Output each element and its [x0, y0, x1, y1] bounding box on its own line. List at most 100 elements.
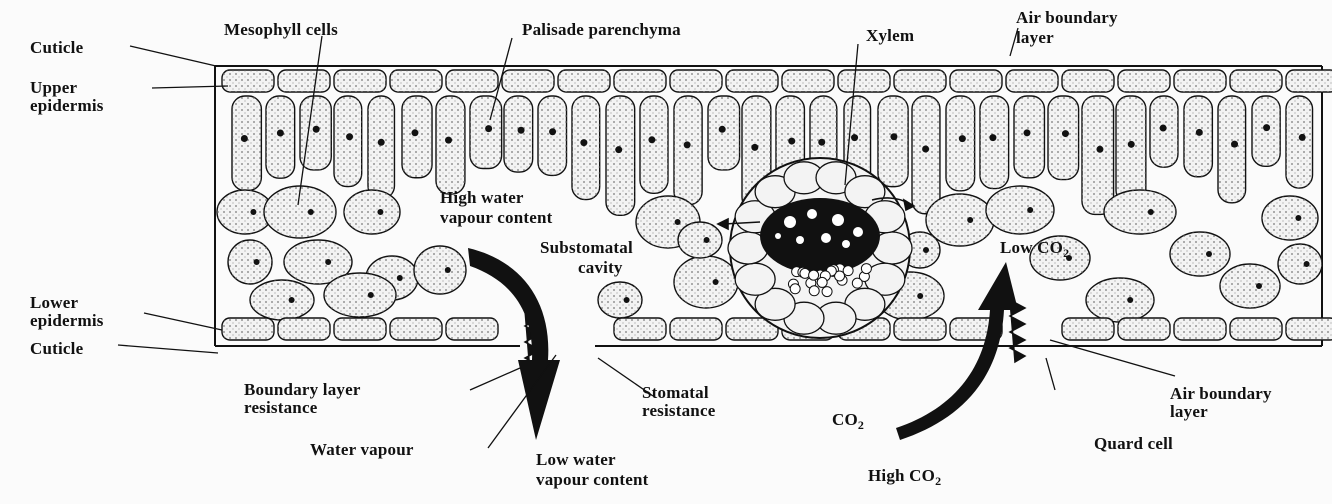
phloem-cell — [861, 264, 871, 274]
nucleus — [922, 145, 929, 152]
palisade-texture — [266, 96, 295, 178]
palisade-texture — [232, 96, 261, 191]
palisade-texture — [1048, 96, 1079, 180]
phloem-cell — [817, 277, 827, 287]
nucleus — [1062, 130, 1069, 137]
spongy-texture — [1262, 196, 1318, 240]
palisade-texture — [1218, 96, 1246, 203]
nucleus — [917, 293, 923, 299]
nucleus — [1027, 207, 1033, 213]
spongy-texture — [1278, 244, 1322, 284]
nucleus — [890, 133, 897, 140]
palisade-texture — [1286, 96, 1313, 188]
label-quard-cell: Quard cell — [1094, 434, 1173, 454]
palisade-texture — [878, 96, 908, 187]
nucleus — [989, 134, 996, 141]
epidermis-texture — [1286, 318, 1332, 340]
nucleus — [1196, 129, 1203, 136]
spongy-texture — [598, 282, 642, 318]
nucleus — [411, 129, 418, 136]
epidermis-texture — [390, 70, 442, 92]
label-high-co2: High CO2 — [868, 466, 941, 491]
nucleus — [1160, 125, 1167, 132]
nucleus — [851, 134, 858, 141]
epidermis-texture — [1174, 70, 1226, 92]
spongy-texture — [344, 190, 400, 234]
epidermis-texture — [1174, 318, 1226, 340]
epidermis-texture — [670, 318, 722, 340]
nucleus — [1299, 134, 1306, 141]
palisade-texture — [1184, 96, 1212, 177]
palisade-texture — [470, 96, 502, 169]
nucleus — [675, 219, 681, 225]
epidermis-texture — [950, 70, 1002, 92]
epidermis-texture — [1118, 70, 1170, 92]
palisade-texture — [402, 96, 432, 178]
nucleus — [549, 128, 556, 135]
epidermis-texture — [222, 318, 274, 340]
nucleus — [923, 247, 929, 253]
nucleus — [751, 144, 758, 151]
epidermis-texture — [222, 70, 274, 92]
nucleus — [368, 292, 374, 298]
epidermis-texture — [1286, 70, 1332, 92]
spongy-texture — [1104, 190, 1176, 234]
epidermis-texture — [278, 318, 330, 340]
epidermis-texture — [1230, 318, 1282, 340]
spongy-texture — [414, 246, 466, 294]
nucleus — [445, 137, 452, 144]
nucleus — [648, 136, 655, 143]
nucleus — [615, 146, 622, 153]
label-boundary-layer-resistance-2: resistance — [244, 398, 317, 418]
palisade-texture — [1150, 96, 1178, 167]
label-cuticle-top: Cuticle — [30, 38, 83, 58]
nucleus — [580, 139, 587, 146]
nucleus — [241, 135, 248, 142]
palisade-texture — [912, 96, 940, 214]
label-stomatal-resistance-2: resistance — [642, 401, 715, 421]
label-substomatal-1: Substomatal — [540, 238, 633, 258]
palisade-texture — [1082, 96, 1114, 214]
epidermis-texture — [334, 318, 386, 340]
nucleus — [713, 279, 719, 285]
nucleus — [1295, 215, 1301, 221]
spongy-texture — [986, 186, 1054, 234]
epidermis-texture — [614, 318, 666, 340]
nucleus — [308, 209, 314, 215]
epidermis-texture — [334, 70, 386, 92]
nucleus — [254, 259, 260, 265]
palisade-texture — [640, 96, 668, 193]
nucleus — [1256, 283, 1262, 289]
palisade-texture — [334, 96, 362, 187]
label-co2: CO2 — [832, 410, 864, 435]
nucleus — [346, 133, 353, 140]
nucleus — [818, 139, 825, 146]
epidermis-texture — [614, 70, 666, 92]
nucleus — [704, 237, 710, 243]
nucleus — [788, 138, 795, 145]
nucleus — [445, 267, 451, 273]
nucleus — [959, 135, 966, 142]
palisade-texture — [946, 96, 975, 191]
nucleus — [1096, 146, 1103, 153]
epidermis-texture — [390, 318, 442, 340]
label-stomatal-resistance-1: Stomatal — [642, 383, 709, 403]
label-low-water-1: Low water — [536, 450, 616, 470]
nucleus — [1206, 251, 1212, 257]
epidermis-texture — [558, 70, 610, 92]
nucleus — [624, 297, 630, 303]
palisade-texture — [1116, 96, 1146, 203]
nucleus — [1127, 297, 1133, 303]
nucleus — [1231, 141, 1238, 148]
nucleus — [277, 129, 284, 136]
label-lower-epidermis-2: epidermis — [30, 311, 104, 331]
nucleus — [325, 259, 331, 265]
epidermis-texture — [502, 70, 554, 92]
label-water-vapour: Water vapour — [310, 440, 414, 460]
label-upper-epidermis-2: epidermis — [30, 96, 104, 116]
water-vapour-arrow — [468, 248, 560, 440]
palisade-texture — [708, 96, 740, 170]
phloem-cell — [790, 284, 800, 294]
nucleus — [377, 209, 383, 215]
epidermis-texture — [278, 70, 330, 92]
